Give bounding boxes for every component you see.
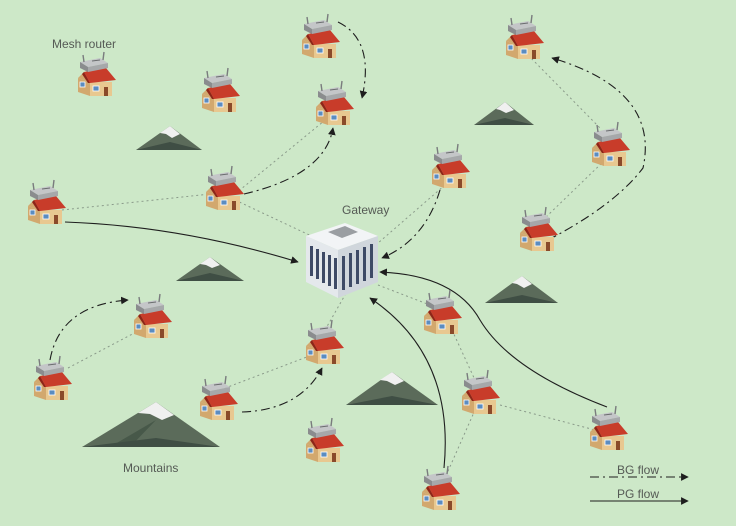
gateway-building-icon <box>306 223 378 298</box>
mountain-icon <box>485 276 558 303</box>
gateway-label: Gateway <box>342 203 390 217</box>
mesh-router-house-icon <box>305 417 345 463</box>
mountain-icon <box>136 126 202 150</box>
mesh-router-house-icon <box>205 165 245 211</box>
mesh-router-house-icon <box>431 143 471 189</box>
mesh-router-house-icon <box>461 369 501 415</box>
legend <box>590 473 689 505</box>
mesh-router-house-icon <box>423 289 463 335</box>
mesh-router-house-icon <box>589 405 629 451</box>
mesh-router-house-icon <box>77 51 117 97</box>
mesh-router-house-icon <box>33 355 73 401</box>
legend-bg-flow-label: BG flow <box>617 463 660 477</box>
mountain-icon <box>346 372 438 405</box>
mesh-router-house-icon <box>199 375 239 421</box>
mesh-router-house-icon <box>421 465 461 511</box>
mountains-label: Mountains <box>123 461 179 475</box>
mesh-router-house-icon <box>591 121 631 167</box>
wireless-links <box>61 54 606 479</box>
mesh-router-house-icon <box>27 179 67 225</box>
mesh-router-label: Mesh router <box>52 37 117 51</box>
mountain-icon <box>176 257 244 281</box>
mesh-router-house-icon <box>315 80 355 126</box>
legend-pg-flow-label: PG flow <box>617 487 660 501</box>
mountain-icon <box>474 102 534 125</box>
mesh-router-house-icon <box>519 206 559 252</box>
pg-flows <box>64 221 608 469</box>
bg-flows <box>49 21 646 413</box>
mesh-router-house-icon <box>505 14 545 60</box>
mountain-icon-large <box>82 402 220 447</box>
mesh-router-house-icon <box>305 319 345 365</box>
mesh-router-house-icon <box>201 67 241 113</box>
mesh-router-house-icon <box>133 293 173 339</box>
mesh-router-house-icon <box>301 13 341 59</box>
